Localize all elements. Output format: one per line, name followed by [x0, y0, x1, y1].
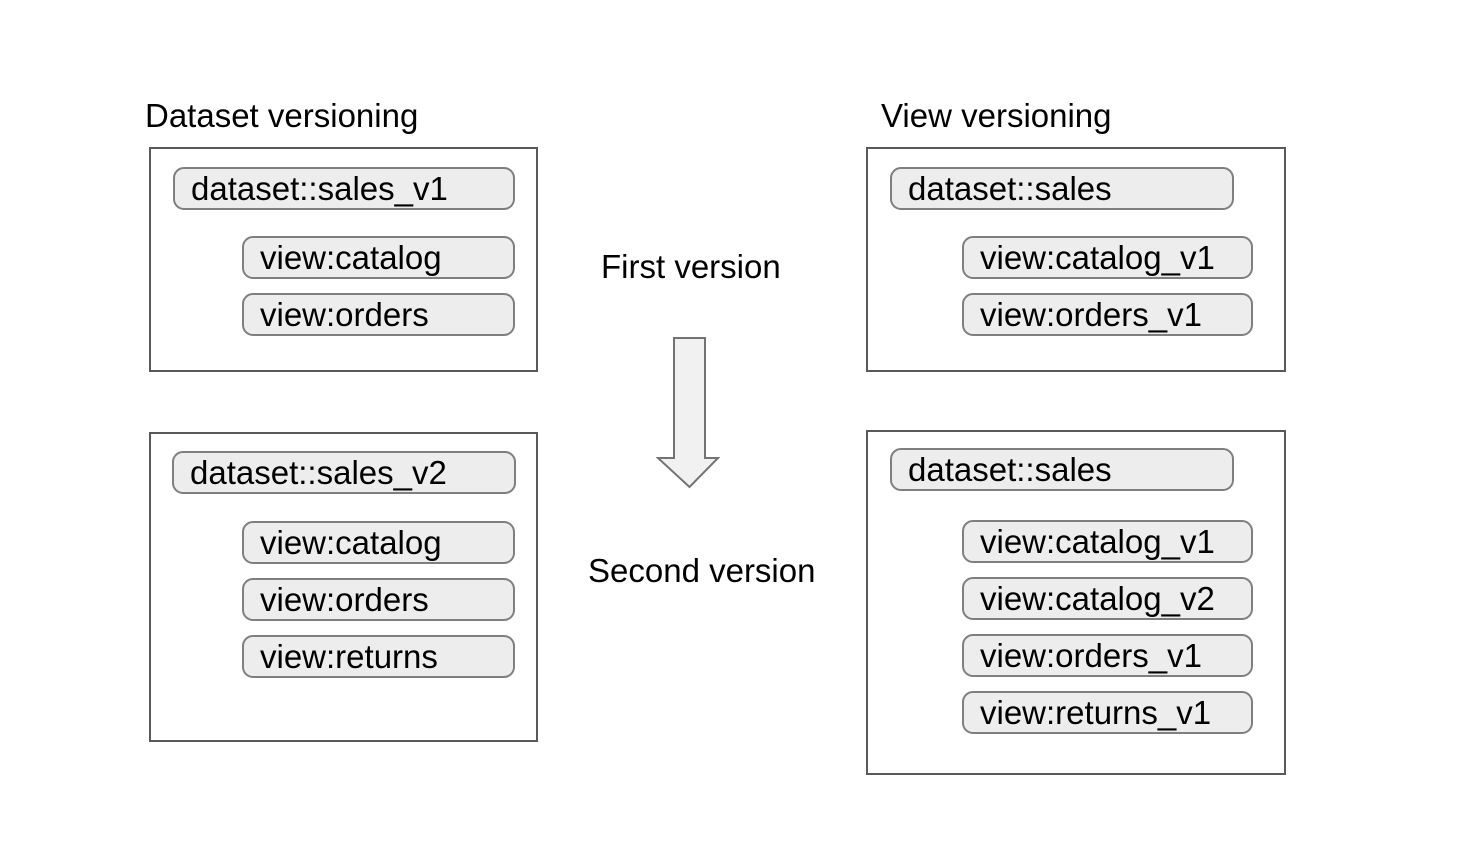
dataset-pill: dataset::sales	[890, 167, 1234, 210]
view-pill: view:returns_v1	[962, 691, 1253, 734]
view-versioning-v1-box: dataset::sales view:catalog_v1 view:orde…	[866, 147, 1286, 372]
view-pill: view:catalog_v1	[962, 520, 1253, 563]
second-version-label: Second version	[588, 552, 816, 589]
view-pill: view:orders_v1	[962, 634, 1253, 677]
dataset-pill: dataset::sales_v2	[172, 451, 516, 494]
view-pill: view:orders	[242, 578, 515, 621]
view-versioning-heading: View versioning	[881, 97, 1112, 134]
view-pill: view:orders	[242, 293, 515, 336]
dataset-pill: dataset::sales_v1	[173, 167, 515, 210]
view-pill: view:catalog_v2	[962, 577, 1253, 620]
dataset-pill: dataset::sales	[890, 448, 1234, 491]
view-pill: view:returns	[242, 635, 515, 678]
view-pill: view:orders_v1	[962, 293, 1253, 336]
dataset-versioning-v1-box: dataset::sales_v1 view:catalog view:orde…	[149, 147, 538, 372]
dataset-versioning-heading: Dataset versioning	[145, 97, 419, 134]
view-versioning-v2-box: dataset::sales view:catalog_v1 view:cata…	[866, 430, 1286, 775]
dataset-versioning-v2-box: dataset::sales_v2 view:catalog view:orde…	[149, 432, 538, 742]
view-pill: view:catalog_v1	[962, 236, 1253, 279]
view-pill: view:catalog	[242, 236, 515, 279]
view-pill: view:catalog	[242, 521, 515, 564]
first-version-label: First version	[601, 248, 781, 285]
down-arrow-icon	[655, 337, 721, 489]
